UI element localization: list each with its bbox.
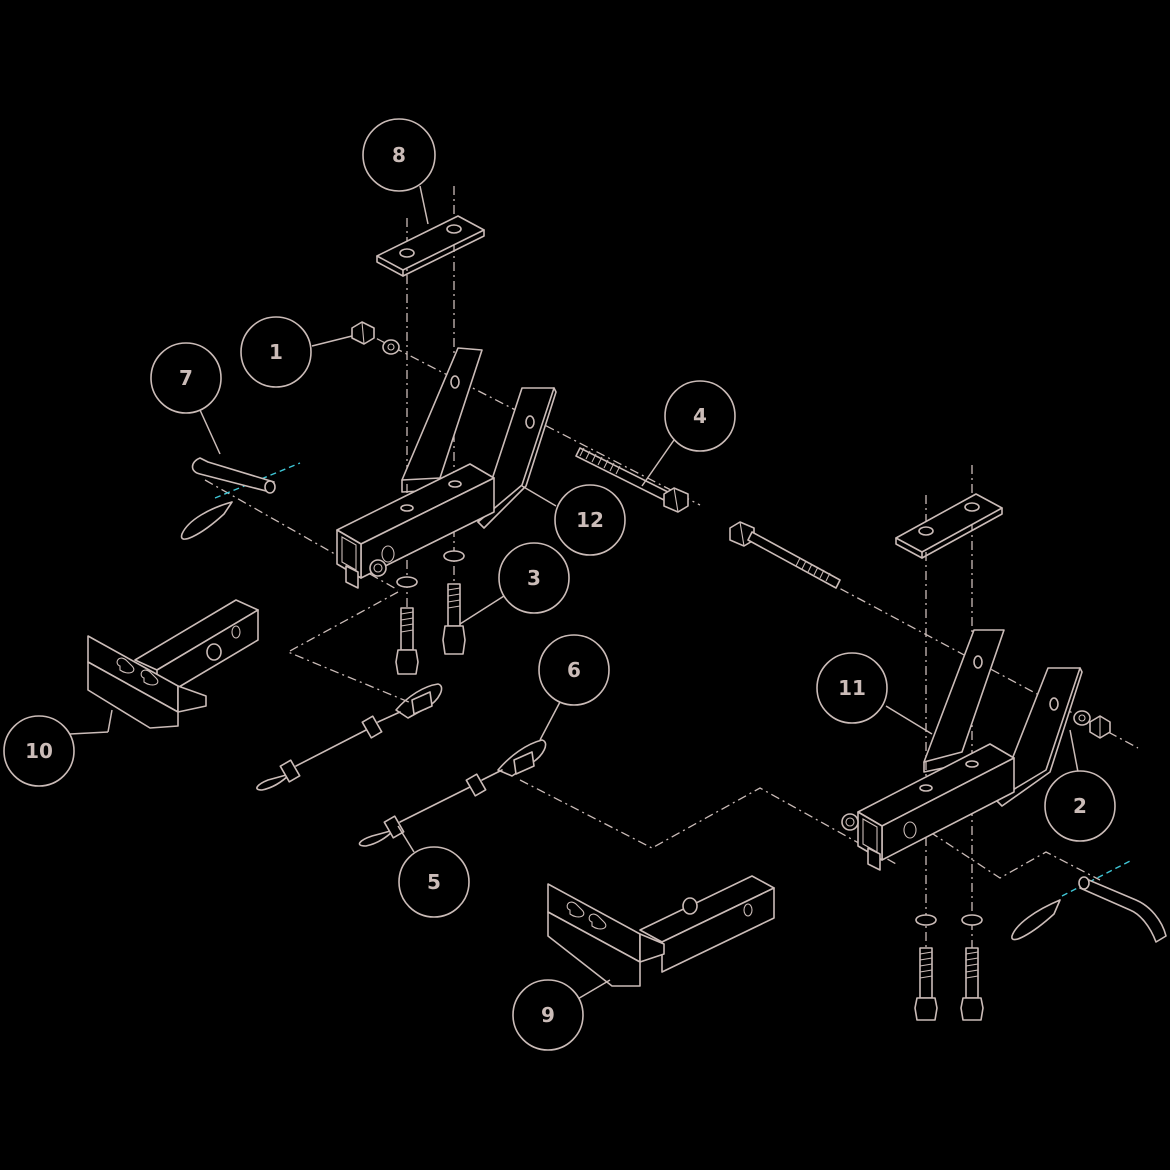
callout-1: 1 xyxy=(240,316,312,388)
hitch-pin-left xyxy=(180,457,276,540)
main-bracket-right xyxy=(841,629,1083,871)
callout-label-5: 5 xyxy=(427,870,441,894)
callout-3: 3 xyxy=(498,542,570,614)
callout-label-8: 8 xyxy=(392,143,406,167)
callout-7: 7 xyxy=(150,342,222,414)
callout-12: 12 xyxy=(554,484,626,556)
long-bolt-left xyxy=(575,447,689,513)
safety-cable-left xyxy=(256,683,443,791)
nut-washer-right xyxy=(1073,710,1111,739)
leader-lines xyxy=(69,185,1079,1001)
hitch-mount-left xyxy=(87,599,259,729)
callout-8: 8 xyxy=(362,118,436,192)
callout-label-11: 11 xyxy=(838,676,866,700)
callout-10: 10 xyxy=(3,715,75,787)
callout-label-6: 6 xyxy=(567,658,581,682)
assembly-centerlines xyxy=(204,186,1139,1010)
callout-11: 11 xyxy=(816,652,888,724)
callout-5: 5 xyxy=(398,846,470,918)
hitch-pin-right xyxy=(1011,876,1167,943)
top-plate-left xyxy=(376,215,485,277)
callout-2: 2 xyxy=(1044,770,1116,842)
callout-label-12: 12 xyxy=(576,508,604,532)
callout-label-1: 1 xyxy=(269,340,283,364)
callout-6: 6 xyxy=(538,634,610,706)
callout-label-3: 3 xyxy=(527,566,541,590)
callout-label-10: 10 xyxy=(25,739,53,763)
callout-4: 4 xyxy=(664,380,736,452)
top-plate-right xyxy=(895,493,1003,559)
callout-label-4: 4 xyxy=(693,404,707,428)
main-bracket-left xyxy=(336,347,557,589)
callout-label-2: 2 xyxy=(1073,794,1087,818)
callout-label-7: 7 xyxy=(179,366,193,390)
safety-cable-right xyxy=(358,739,547,847)
callout-label-9: 9 xyxy=(541,1003,555,1027)
hitch-mount-bottom xyxy=(547,875,775,987)
long-bolt-right xyxy=(729,521,841,589)
nut-washer-left xyxy=(351,321,400,355)
callout-9: 9 xyxy=(512,979,584,1051)
vertical-bolts xyxy=(395,550,984,1021)
